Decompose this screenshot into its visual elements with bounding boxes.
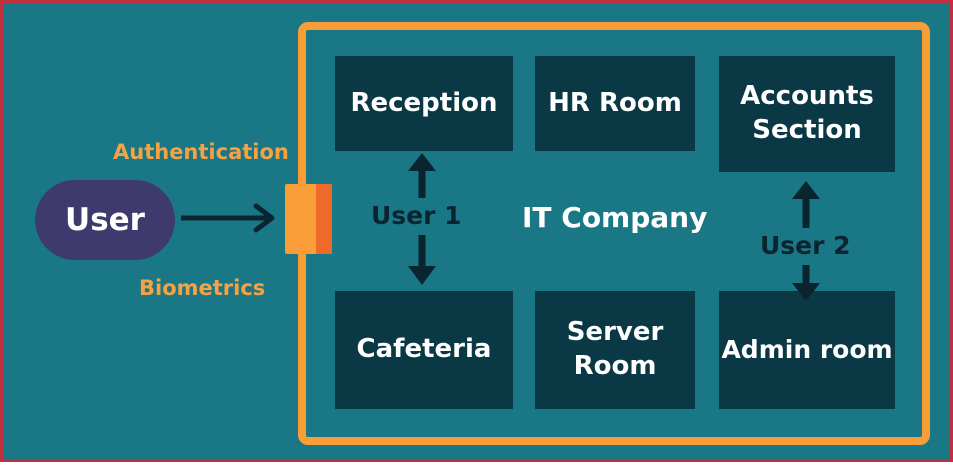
room-reception-label: Reception — [350, 87, 498, 118]
room-accounts-section: Accounts Section — [719, 56, 895, 172]
user-node-label: User — [65, 202, 145, 238]
user-1-arrow-up — [408, 153, 436, 198]
room-admin-room: Admin room — [719, 291, 895, 409]
room-hr-label: HR Room — [548, 87, 682, 118]
authentication-label: Authentication — [113, 140, 289, 164]
user-to-gate-arrow — [181, 203, 275, 233]
room-cafeteria: Cafeteria — [335, 291, 513, 409]
entry-gate-edge — [316, 184, 332, 254]
arrows-layer — [181, 153, 820, 301]
user-2-arrow-down — [792, 265, 820, 301]
company-label: IT Company — [522, 201, 708, 234]
room-reception: Reception — [335, 56, 513, 151]
room-admin-room-label: Admin room — [721, 334, 893, 364]
user-2-arrow-up — [792, 181, 820, 228]
room-server-room: Server Room — [535, 291, 695, 409]
user-1-arrow-down — [408, 235, 436, 285]
user-1-label: User 1 — [371, 201, 462, 230]
user-2-label: User 2 — [760, 231, 851, 260]
room-accounts-section-label: Accounts Section — [740, 81, 874, 145]
user-node: User — [35, 180, 175, 260]
room-hr: HR Room — [535, 56, 695, 151]
biometrics-label: Biometrics — [139, 276, 266, 300]
room-cafeteria-label: Cafeteria — [356, 334, 492, 365]
room-server-room-label: Server Room — [566, 317, 664, 381]
